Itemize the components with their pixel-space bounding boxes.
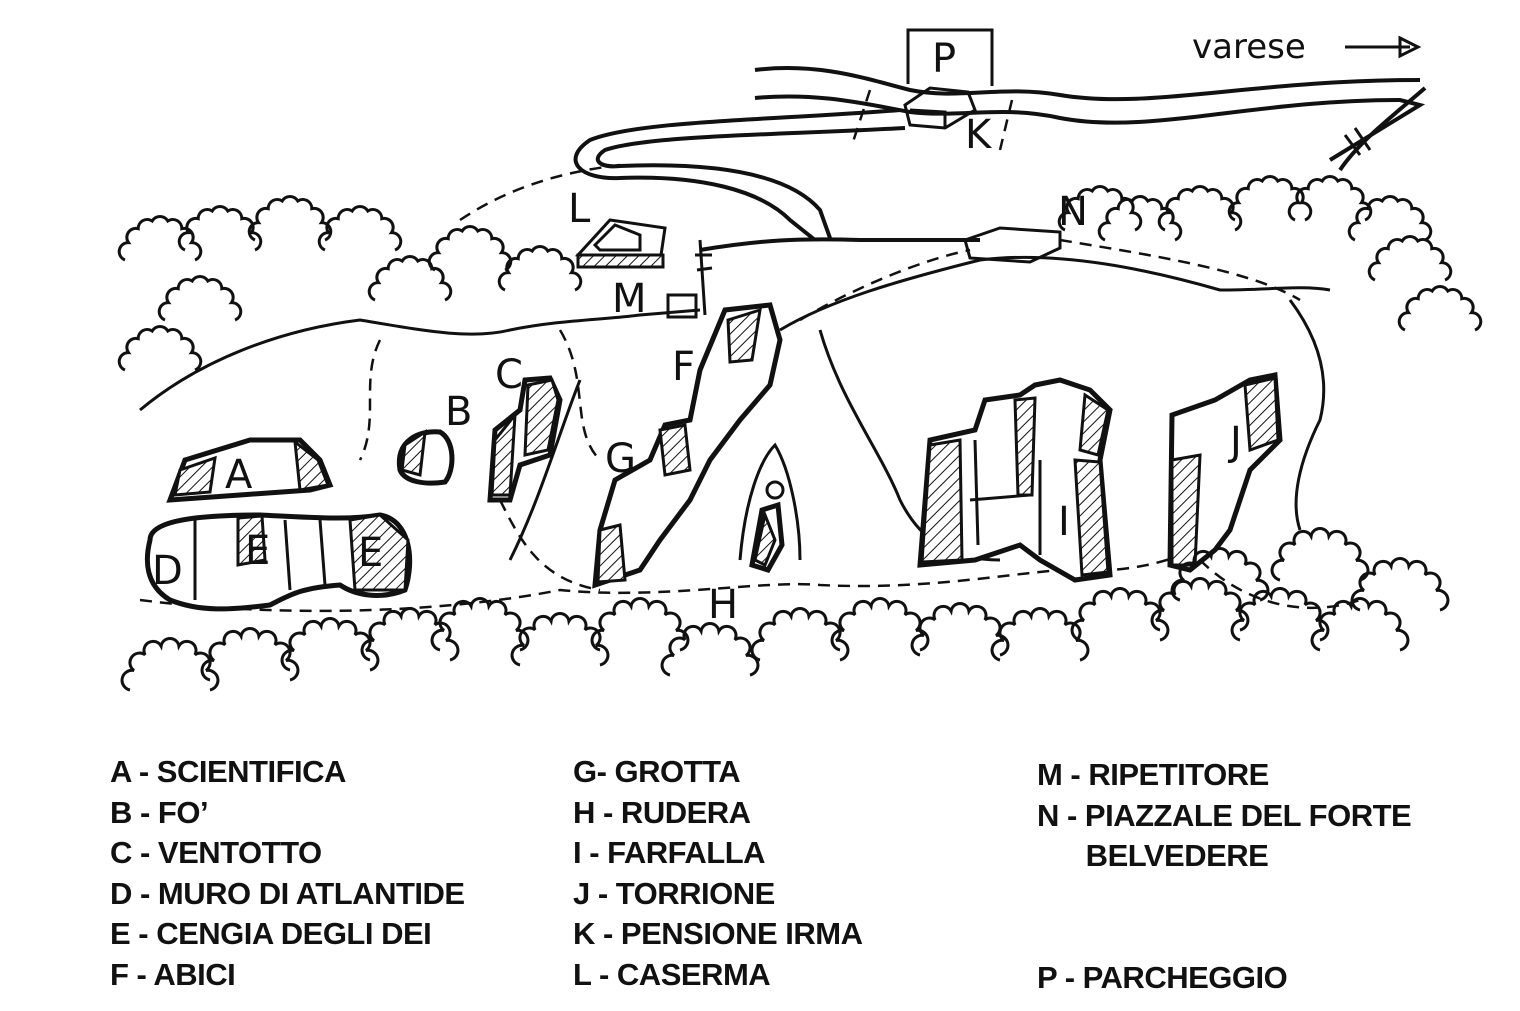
access-road [573, 108, 980, 252]
rock-F-G: F G [592, 302, 783, 589]
label-L: L [568, 186, 591, 232]
legend-item-K: K - PENSIONE IRMA [573, 916, 863, 951]
varese-label: varese [1192, 27, 1306, 67]
legend-item-H: H - RUDERA [573, 794, 751, 830]
rock-A: A [166, 437, 334, 503]
tree-icon [660, 622, 760, 677]
tree-icon [1097, 195, 1183, 242]
legend-spacer [1037, 917, 1411, 958]
caserma-L: L [568, 186, 667, 269]
legend-item-G: G- GROTTA [573, 754, 741, 789]
legend-item-M: M - RIPETITORE [1037, 757, 1269, 792]
tree-icon [1150, 577, 1250, 632]
tree-icon [367, 255, 453, 302]
main-road [754, 66, 1427, 172]
tree-icon [910, 602, 1010, 657]
label-E-2: E [358, 530, 383, 576]
legend-spacer [1037, 877, 1411, 918]
tree-icon [1070, 587, 1170, 642]
tree-icon [510, 612, 610, 667]
rock-I: I [917, 377, 1113, 583]
tree-icon [1367, 235, 1453, 282]
hillside [139, 163, 1361, 613]
legend-item-A: A - SCIENTIFICA [110, 754, 346, 789]
tree-icon [830, 597, 930, 652]
label-K: K [965, 112, 993, 158]
rock-H: H [708, 442, 802, 628]
direction-varese: varese [1192, 27, 1422, 67]
tree-icon [1397, 285, 1483, 332]
tree-icon [590, 597, 690, 652]
label-A: A [225, 452, 253, 498]
tree-icon [360, 607, 460, 662]
tree-icon [497, 245, 583, 292]
rock-J: J [1167, 371, 1283, 573]
label-I: I [1058, 499, 1070, 545]
legend-column-3: M - RIPETITORE N - PIAZZALE DEL FORTE BE… [1037, 755, 1412, 998]
tree-icon [1227, 175, 1313, 222]
label-F: F [672, 344, 695, 390]
tree-icon [427, 225, 513, 272]
legend-item-J: J - TORRIONE [573, 875, 775, 911]
legend-item-B: B - FO’ [110, 794, 209, 830]
tree-icon [120, 637, 220, 692]
tree-icon [177, 205, 263, 252]
legend-item-L: L - CASERMA [573, 956, 771, 992]
tree-icon [200, 627, 300, 682]
label-J: J [1227, 419, 1242, 465]
label-C: C [495, 352, 523, 398]
crag-map: P varese K L M N A [117, 27, 1483, 692]
tree-icon [1350, 557, 1450, 612]
legend-item-N: N - PIAZZALE DEL FORTE [1037, 797, 1412, 833]
label-E-1: E [245, 528, 270, 574]
label-B: B [445, 389, 472, 435]
tree-icon [1157, 185, 1243, 232]
label-P: P [932, 36, 956, 82]
tree-icon [1270, 527, 1370, 582]
tree-icon [1310, 597, 1410, 652]
legend-item-P: P - PARCHEGGIO [1037, 959, 1288, 995]
tree-icon [280, 617, 380, 672]
tree-icon [247, 195, 333, 242]
legend-item-N-cont: BELVEDERE [1037, 838, 1269, 873]
tree-icon [750, 607, 850, 662]
arrow-right-icon [1345, 35, 1422, 59]
tree-icon [1230, 587, 1330, 642]
label-G: G [605, 436, 636, 482]
tree-icon [117, 215, 203, 262]
tree-icon [1057, 185, 1143, 232]
woodland [117, 175, 1483, 692]
tree-icon [1287, 175, 1373, 222]
rock-B: B [396, 389, 472, 486]
rock-D-E: D E E [144, 512, 413, 612]
parking-P: P [906, 28, 994, 86]
legend-column-2: G- GROTTA H - RUDERA I - FARFALLA J - TO… [573, 752, 863, 995]
legend-item-E: E - CENGIA DEGLI DEI [110, 916, 432, 951]
tree-icon [317, 205, 403, 252]
tree-icon [1347, 195, 1433, 242]
tree-icon [1170, 547, 1270, 602]
tree-icon [117, 325, 203, 372]
rock-C: C [487, 352, 563, 503]
legend-column-1: A - SCIENTIFICA B - FO’ C - VENTOTTO D -… [110, 752, 465, 995]
tree-icon [157, 275, 243, 322]
label-D: D [152, 548, 183, 594]
legend-item-F: F - ABICI [110, 956, 236, 992]
tree-icon [430, 597, 530, 652]
legend-item-I: I - FARFALLA [573, 835, 766, 870]
legend-item-C: C - VENTOTTO [110, 835, 322, 870]
pensione-irma-K: K [850, 86, 1014, 158]
ripetitore-M: M [612, 239, 713, 322]
legend-item-D: D - MURO DI ATLANTIDE [110, 875, 465, 911]
label-H: H [708, 582, 738, 628]
